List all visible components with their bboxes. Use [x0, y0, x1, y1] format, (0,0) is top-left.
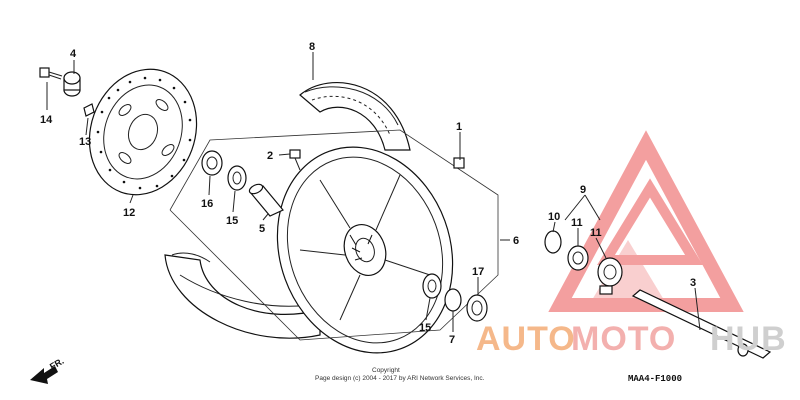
label-10: 10: [548, 211, 560, 223]
speedometer-gearbox: [544, 230, 623, 295]
watermark-auto: AUTO: [476, 320, 576, 358]
label-6: 6: [513, 235, 519, 247]
label-4: 4: [70, 48, 77, 60]
copyright-line: Page design (c) 2004 - 2017 by ARI Netwo…: [315, 375, 485, 382]
label-8: 8: [309, 41, 315, 53]
label-12: 12: [123, 207, 135, 219]
label-15-left: 15: [226, 215, 238, 227]
diagram-code: MAA4-F1000: [628, 374, 682, 384]
label-14: 14: [40, 114, 53, 126]
speedometer-screw: [289, 149, 301, 171]
label-17: 17: [472, 266, 484, 278]
label-2: 2: [267, 150, 273, 162]
tire-lower: [164, 252, 321, 339]
distance-collar: [248, 183, 284, 217]
watermark-moto: MOTO: [571, 320, 676, 358]
disc-collar: [63, 71, 81, 97]
front-direction-indicator: FR.: [30, 356, 66, 384]
label-7: 7: [449, 334, 455, 346]
disc-screw: [83, 103, 95, 117]
valve-clip: [453, 157, 465, 169]
brake-disc: [88, 68, 198, 196]
label-13: 13: [79, 136, 91, 148]
front-axle: [631, 289, 772, 359]
label-9: 9: [580, 184, 586, 196]
left-bearing: [201, 150, 223, 176]
label-11-right: 11: [590, 227, 602, 239]
copyright-title: Copyright: [372, 367, 400, 374]
label-15-right: 15: [419, 322, 431, 334]
leader-lines: [46, 52, 701, 332]
label-11-left: 11: [571, 217, 583, 229]
disc-bolt: [39, 67, 63, 80]
label-5: 5: [259, 223, 265, 235]
right-bearing: [466, 294, 488, 322]
automotohub-logo: [548, 130, 744, 312]
front-arrow-icon: [30, 366, 58, 384]
retainer-ring: [444, 288, 462, 312]
automotohub-watermark: AUTO MOTO HUB: [476, 320, 787, 358]
left-seal: [227, 165, 247, 191]
tire-upper: [299, 82, 411, 151]
watermark-hub: HUB: [710, 320, 787, 358]
label-1: 1: [456, 121, 462, 133]
wheel-rim: [276, 146, 454, 354]
assembly-outline: [169, 129, 499, 341]
direction-label: FR.: [48, 356, 66, 372]
label-16: 16: [201, 198, 213, 210]
label-3: 3: [690, 277, 696, 289]
right-seal: [422, 273, 442, 299]
